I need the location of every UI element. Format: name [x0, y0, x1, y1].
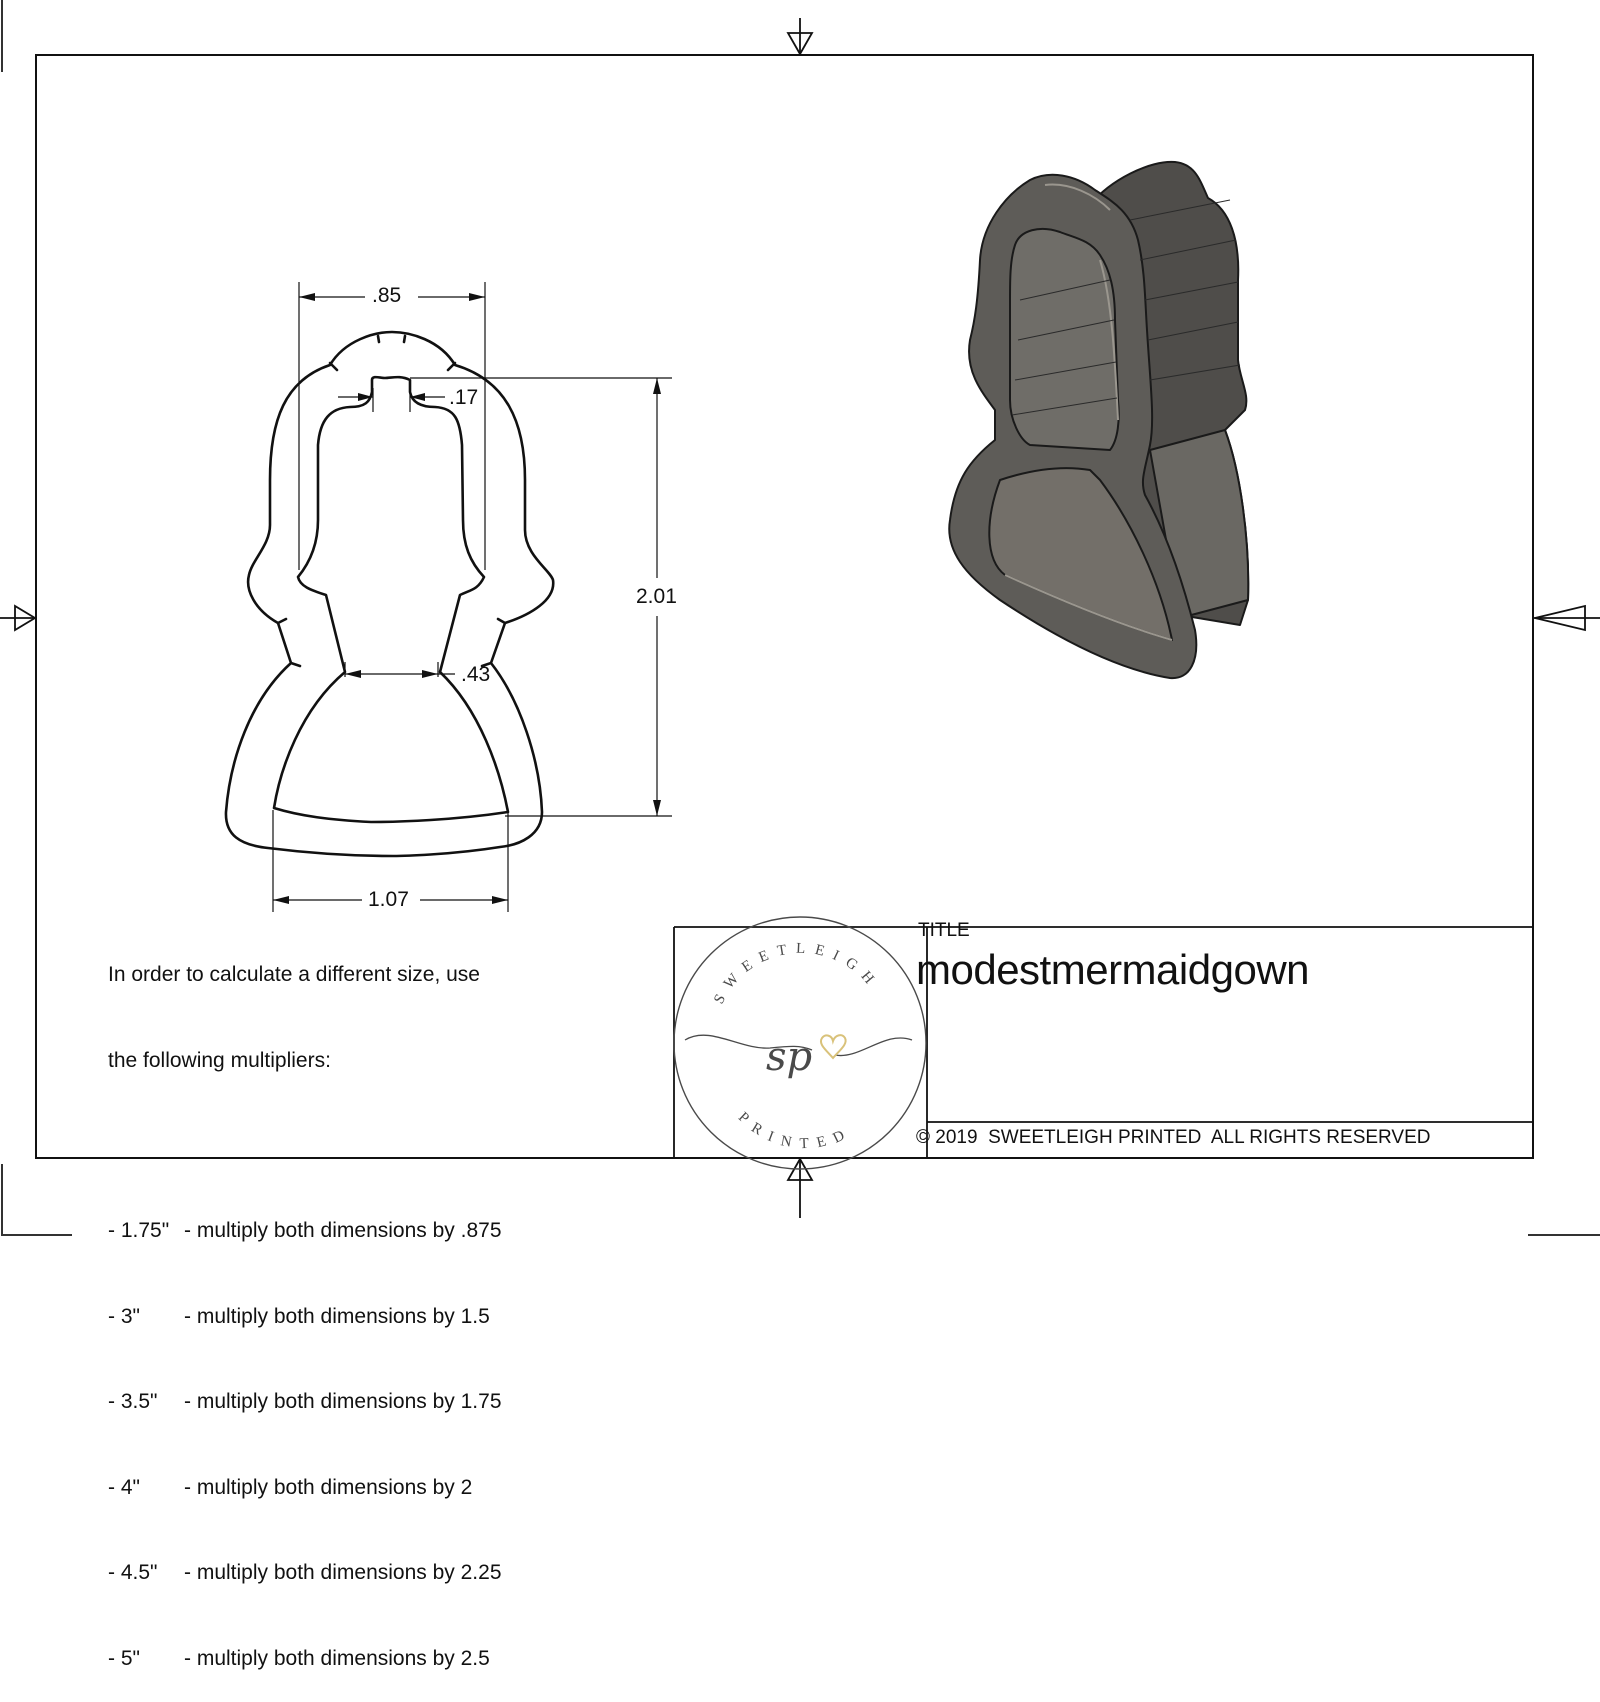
logo-top-arc-text: SWEETLEIGH — [711, 941, 873, 1007]
multiplier-row: - 4.5"- multiply both dimensions by 2.25 — [108, 1561, 502, 1584]
multiplier-row: - 3.5"- multiply both dimensions by 1.75 — [108, 1390, 502, 1413]
multiplier-row: - 3"- multiply both dimensions by 1.5 — [108, 1304, 490, 1328]
outer-outline — [224, 330, 555, 858]
sweetleigh-logo: SWEETLEIGH PRINTED sp — [673, 916, 927, 1170]
dim-neck-width: .17 — [449, 386, 479, 409]
center-marker-right — [1534, 604, 1600, 632]
center-marker-top — [786, 18, 814, 56]
logo-bottom-arc-text: PRINTED — [735, 1109, 846, 1152]
dim-top-width: .85 — [369, 285, 405, 307]
svg-text:PRINTED: PRINTED — [735, 1109, 855, 1152]
heart-icon — [820, 1034, 847, 1060]
logo-monogram: sp — [766, 1034, 812, 1080]
title-label: TITLE — [918, 920, 970, 941]
notes-intro-line1: In order to calculate a different size, … — [108, 963, 480, 986]
cutter-outline-drawing — [224, 330, 555, 858]
cutter-3d-render — [948, 160, 1250, 680]
dim-height: 2.01 — [633, 586, 680, 608]
notes-intro-line2: the following multipliers: — [108, 1048, 331, 1072]
center-marker-left — [0, 604, 37, 632]
multiplier-row: - 5"- multiply both dimensions by 2.5 — [108, 1646, 490, 1670]
drawing-title: modestmermaidgown — [916, 946, 1310, 993]
svg-text:SWEETLEIGH: SWEETLEIGH — [711, 941, 882, 1007]
sizing-notes: In order to calculate a different size, … — [108, 904, 502, 1702]
drawing-sheet: SWEETLEIGH PRINTED sp — [0, 0, 1600, 1236]
dimension-lines — [272, 282, 672, 912]
multiplier-row: - 4"- multiply both dimensions by 2 — [108, 1475, 473, 1499]
inner-outline — [272, 375, 510, 824]
copyright-notice: © 2019 SWEETLEIGH PRINTED ALL RIGHTS RES… — [916, 1127, 1431, 1148]
sheet-border — [35, 54, 1534, 1159]
dim-bottom-width: 1.07 — [365, 889, 412, 911]
center-marker-bottom — [786, 1157, 814, 1218]
multiplier-row: - 1.75"- multiply both dimensions by .87… — [108, 1219, 502, 1242]
dim-waist-width: .43 — [461, 663, 491, 686]
